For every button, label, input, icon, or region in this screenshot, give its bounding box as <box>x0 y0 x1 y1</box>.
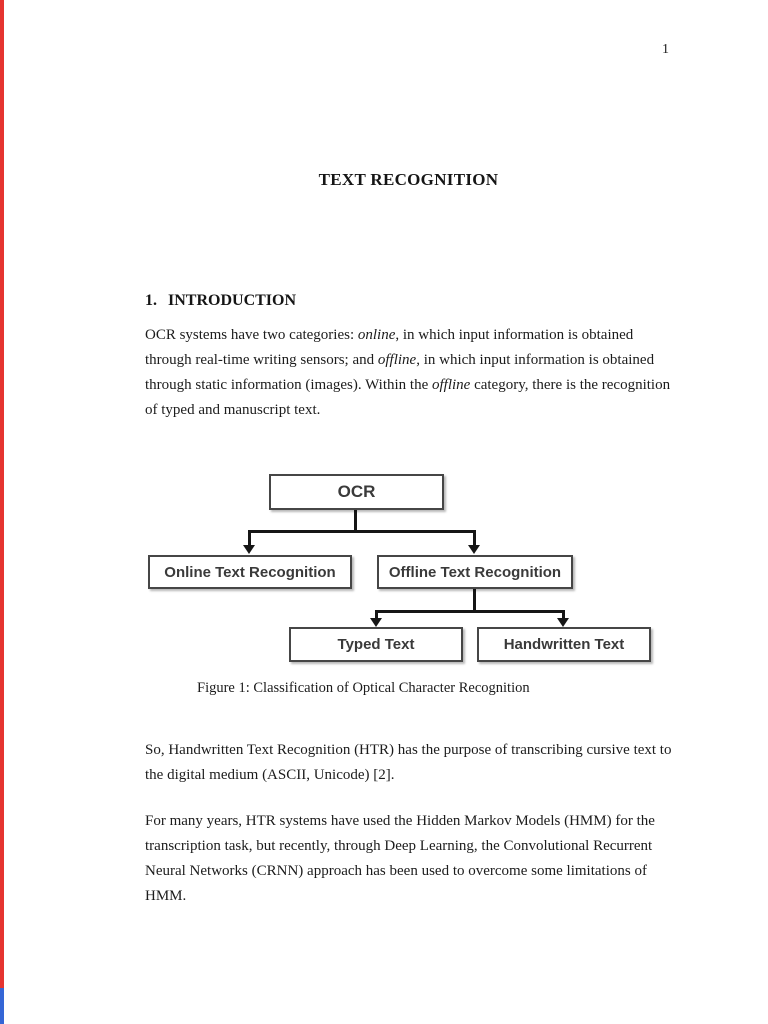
connector-online-drop <box>248 530 251 546</box>
document-title: TEXT RECOGNITION <box>318 170 499 189</box>
connector-offline-vertical <box>473 589 476 612</box>
htr-paragraph: So, Handwritten Text Recognition (HTR) h… <box>145 742 672 783</box>
intro-italic-online: online <box>357 327 396 343</box>
intro-text-4: category, there is the recognition of ty… <box>145 377 671 418</box>
section-number: 1. <box>145 292 157 309</box>
diagram-node-typed-text: Typed Text <box>289 627 463 662</box>
connector-offline-drop <box>473 530 476 546</box>
section-title: INTRODUCTION <box>168 292 297 309</box>
left-edge-red-bar <box>0 0 4 988</box>
arrow-down-icon <box>370 618 382 627</box>
diagram-node-handwritten-text: Handwritten Text <box>477 627 651 662</box>
intro-italic-offline-2: offline <box>431 377 471 393</box>
intro-text-2: , in which input information is obtained… <box>145 327 634 368</box>
connector-level2-horizontal <box>375 610 565 613</box>
intro-text-3: , in which input information is obtained… <box>145 352 655 393</box>
arrow-down-icon <box>468 545 480 554</box>
left-edge-blue-bar <box>0 988 4 1024</box>
arrow-down-icon <box>557 618 569 627</box>
connector-level1-horizontal <box>248 530 476 533</box>
hmm-paragraph: For many years, HTR systems have used th… <box>145 813 655 904</box>
connector-root-vertical <box>354 510 357 532</box>
section-heading: 1. INTRODUCTION <box>145 292 296 310</box>
connector-typed-drop <box>375 610 378 620</box>
figure-1-diagram: OCR Online Text Recognition Offline Text… <box>145 470 672 670</box>
intro-paragraph: OCR systems have two categories: online,… <box>145 323 673 423</box>
intro-text-1: OCR systems have two categories: <box>145 327 358 343</box>
diagram-node-ocr: OCR <box>269 474 444 510</box>
arrow-down-icon <box>243 545 255 554</box>
diagram-node-offline-text-recognition: Offline Text Recognition <box>377 555 573 589</box>
connector-handwritten-drop <box>562 610 565 620</box>
page-number: 1 <box>662 42 669 57</box>
figure-caption: Figure 1: Classification of Optical Char… <box>197 680 530 696</box>
diagram-node-online-text-recognition: Online Text Recognition <box>148 555 352 589</box>
intro-italic-offline-1: offline <box>377 352 417 368</box>
